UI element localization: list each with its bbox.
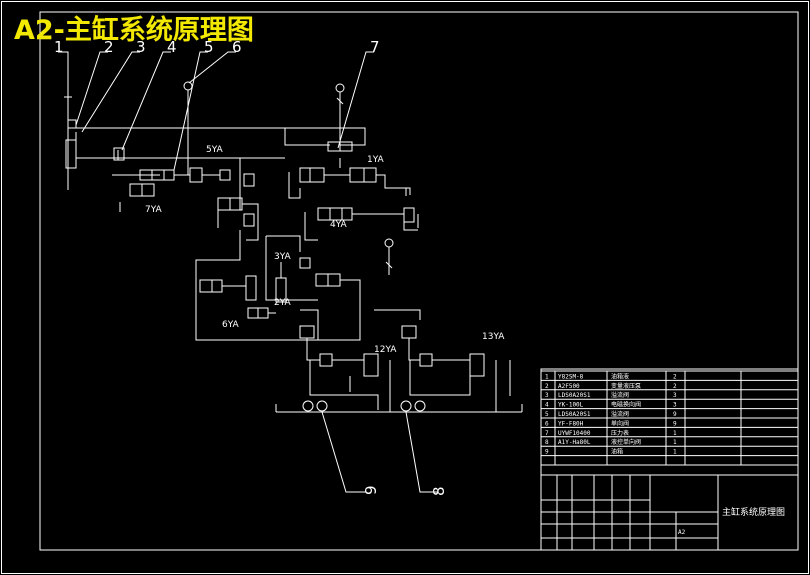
parts-table-cell-no: 7 <box>545 430 549 437</box>
callout-7: 7 <box>370 38 380 56</box>
parts-table-cell-name: 溢流阀 <box>611 391 629 399</box>
parts-table-cell-name: 液控单向阀 <box>611 438 641 446</box>
callout-numbers: 1 2 3 4 5 6 7 9 8 <box>54 38 448 496</box>
solenoid-6ya: 6YA <box>222 320 240 330</box>
parts-table-cell-qty: 1 <box>673 449 677 456</box>
title-block <box>540 474 799 551</box>
callout-6: 6 <box>232 38 242 56</box>
callout-5: 5 <box>204 38 214 56</box>
parts-table-cell-no: 5 <box>545 411 549 418</box>
title-block-size: A2 <box>678 529 686 536</box>
solenoid-1ya: 1YA <box>367 155 385 165</box>
callout-4: 4 <box>167 38 177 56</box>
parts-table-cell-no: 8 <box>545 439 549 446</box>
callout-9: 9 <box>362 485 380 495</box>
solenoid-7ya: 7YA <box>145 205 163 215</box>
parts-table-cell-no: 1 <box>545 373 549 380</box>
parts-table-cell-code: YK-100L <box>558 402 584 409</box>
parts-table-cell-qty: 3 <box>673 402 677 409</box>
title-block-drawing-name: 主缸系统原理图 <box>722 506 785 518</box>
parts-table-cell-qty: 3 <box>673 392 677 399</box>
parts-table-cell-code: UYWF10400 <box>558 430 591 437</box>
parts-table-cell-code: YF-F80H <box>558 420 584 427</box>
parts-table-cell-qty: 1 <box>673 430 677 437</box>
parts-table-cell-name: 变量液压泵 <box>611 382 641 390</box>
parts-table-cell-name: 溢流阀 <box>611 410 629 418</box>
callout-3: 3 <box>136 38 146 56</box>
parts-table-cell-qty: 2 <box>673 373 677 380</box>
solenoid-5ya: 5YA <box>206 145 224 155</box>
solenoid-labels: 5YA 1YA 7YA 4YA 3YA 2YA 6YA 12YA 13YA <box>145 145 505 355</box>
parts-table-cell-qty: 2 <box>673 383 677 390</box>
solenoid-12ya: 12YA <box>374 345 397 355</box>
parts-table-cell-qty: 9 <box>673 420 677 427</box>
parts-table-cell-no: 9 <box>545 449 549 456</box>
parts-table-cell-name: 油箱液 <box>611 372 629 380</box>
parts-table-cell-no: 6 <box>545 420 549 427</box>
solenoid-2ya: 2YA <box>274 298 292 308</box>
parts-table-cell-name: 单向阀 <box>611 419 629 427</box>
solenoid-3ya: 3YA <box>274 252 292 262</box>
callout-1: 1 <box>54 38 64 56</box>
parts-table-cell-qty: 1 <box>673 439 677 446</box>
callout-8: 8 <box>430 486 448 496</box>
sheet-inner-border <box>39 11 799 551</box>
piping <box>64 81 523 413</box>
parts-table-cell-no: 3 <box>545 392 549 399</box>
leader-lines <box>58 51 438 493</box>
callout-2: 2 <box>104 38 114 56</box>
solenoid-13ya: 13YA <box>482 332 505 342</box>
parts-table-cell-code: LDS0A20S1 <box>558 411 591 418</box>
solenoid-4ya: 4YA <box>330 220 348 230</box>
parts-table-cell-qty: 9 <box>673 411 677 418</box>
parts-table-cell-no: 4 <box>545 402 549 409</box>
parts-table-cell-code: Y82SM-8 <box>558 373 584 380</box>
parts-table-cell-no: 2 <box>545 383 549 390</box>
parts-table-cell-name: 油箱 <box>611 448 623 456</box>
parts-table-cell-code: A2F500 <box>558 383 580 390</box>
parts-table-cell-name: 电磁换向阀 <box>611 401 641 409</box>
drawing-title: A2-主缸系统原理图 <box>14 14 254 46</box>
parts-table-cell-code: LDS0A20S1 <box>558 392 591 399</box>
parts-table-cell-name: 压力表 <box>611 429 629 437</box>
parts-table-cell-code: A1Y-Ha80L <box>558 439 591 446</box>
